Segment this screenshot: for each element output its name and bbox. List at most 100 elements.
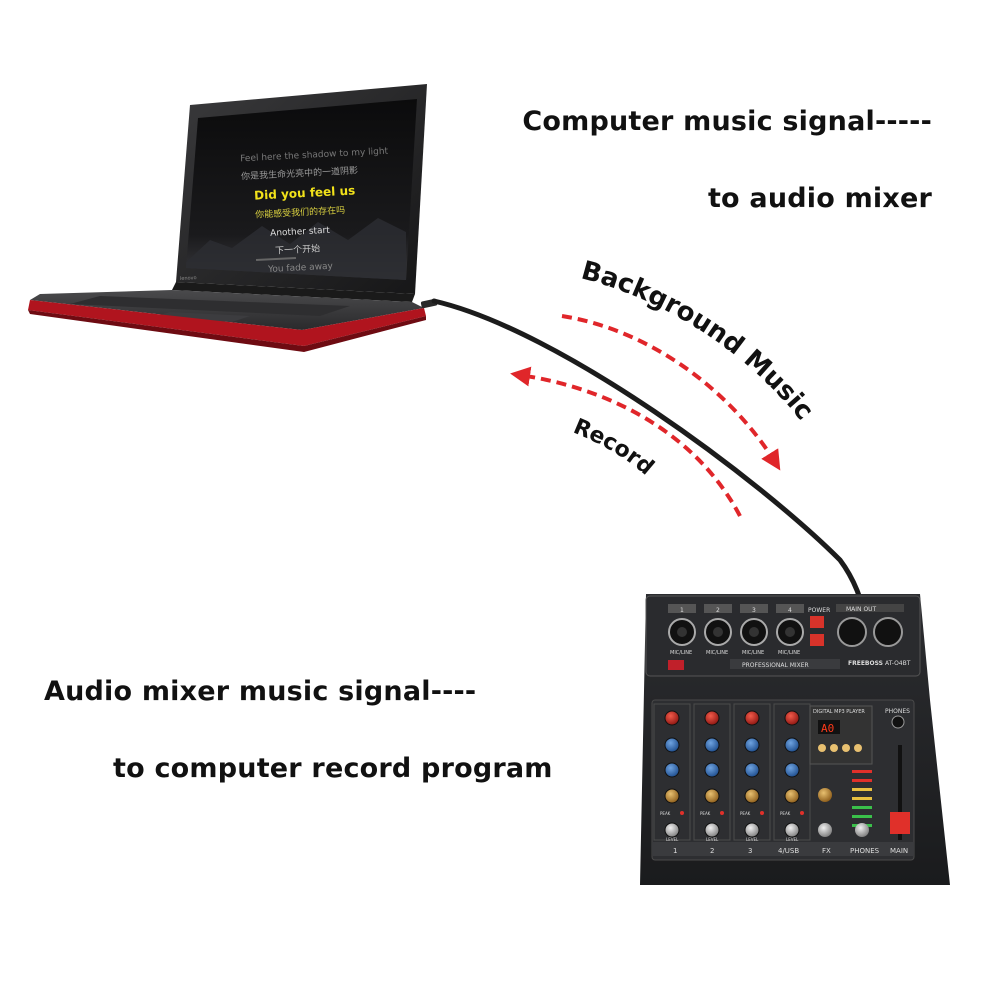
channel-number-box	[668, 604, 696, 613]
high-eq-knob	[664, 737, 680, 753]
channel-number: 2	[716, 607, 720, 614]
peak-led	[720, 811, 724, 815]
bottom-label: FX	[822, 847, 831, 855]
mixer-model: AT-O4BT	[885, 660, 911, 667]
mp3-player	[809, 705, 873, 765]
mp3-display-value: A0	[821, 722, 834, 735]
input-label: MIC/LINE	[706, 650, 728, 656]
main-out-xlr-left	[837, 617, 867, 647]
background-music-label: Background Music	[578, 256, 819, 426]
laptop-keyboard	[70, 296, 350, 316]
phones-level-knob	[855, 823, 869, 837]
peak-led	[760, 811, 764, 815]
channel-number-box	[740, 604, 768, 613]
level-meter-led	[852, 788, 872, 791]
caption-computer-signal-line1: Computer music signal-----	[522, 106, 932, 137]
level-label: LEVEL	[706, 837, 719, 842]
channel-strip	[733, 703, 771, 841]
bottom-label: 2	[710, 847, 714, 855]
caption-mixer-signal-line1: Audio mixer music signal----	[44, 676, 477, 707]
bottom-label: PHONES	[850, 847, 880, 855]
fx-send-knob	[784, 788, 800, 804]
bottom-label: 4/USB	[778, 847, 799, 855]
input-label: MIC/LINE	[742, 650, 764, 656]
peak-label: PEAK	[780, 811, 791, 816]
caption-mixer-signal-line2: to computer record program	[113, 753, 553, 784]
peak-led	[680, 811, 684, 815]
fx-knob	[818, 788, 832, 802]
fx-level-knob	[818, 823, 832, 837]
level-label: LEVEL	[746, 837, 759, 842]
lyric-line-3: Did you feel us	[254, 183, 356, 202]
laptop-brand: lenovo	[180, 275, 197, 282]
input-label: MIC/LINE	[778, 650, 800, 656]
fx-send-knob	[704, 788, 720, 804]
channel-number-box	[704, 604, 732, 613]
usb-badge	[668, 660, 684, 670]
fx-send-knob	[664, 788, 680, 804]
mp3-player-label: DIGITAL MP3 PLAYER	[813, 709, 865, 715]
low-eq-knob	[704, 762, 720, 778]
peak-label: PEAK	[660, 811, 671, 816]
level-knob	[784, 822, 800, 838]
mixer-brand: FREEBOSS	[848, 660, 883, 667]
record-arrow	[510, 366, 742, 517]
laptop-red-edge	[28, 300, 426, 346]
caption-computer-signal-line2: to audio mixer	[707, 183, 932, 214]
low-eq-knob	[784, 762, 800, 778]
level-meter-led	[852, 779, 872, 782]
main-out-label: MAIN OUT	[846, 606, 877, 613]
laptop: Feel here the shadow to my light 你是我生命光亮…	[28, 84, 438, 352]
level-knob	[664, 822, 680, 838]
mixer-control-panel	[651, 699, 915, 861]
media-controls	[255, 256, 297, 262]
channel-number-box	[776, 604, 804, 613]
mp3-display	[818, 720, 840, 734]
channel-number: 1	[680, 607, 684, 614]
level-meter-led	[852, 806, 872, 809]
level-knob	[704, 822, 720, 838]
lyric-line-5: Another start	[270, 226, 331, 239]
level-meter-led	[852, 770, 872, 773]
fx-send-knob	[744, 788, 760, 804]
level-meter-led	[852, 815, 872, 818]
xlr-input-center	[785, 627, 795, 637]
channel-strip	[693, 703, 731, 841]
phantom-switch	[810, 634, 824, 646]
xlr-input-center	[713, 627, 723, 637]
level-knob	[744, 822, 760, 838]
gain-knob	[704, 710, 720, 726]
mp3-button	[818, 744, 826, 752]
main-fader-knob	[890, 812, 910, 834]
bottom-label: MAIN	[890, 847, 908, 855]
high-eq-knob	[784, 737, 800, 753]
phones-jack	[891, 715, 905, 729]
lyric-line-6: 下一个开始	[275, 242, 321, 256]
channel-number: 3	[752, 607, 756, 614]
background-music-arrow	[561, 314, 781, 471]
channel-strip	[653, 703, 691, 841]
peak-led	[800, 811, 804, 815]
level-label: LEVEL	[786, 837, 799, 842]
laptop-touchpad	[150, 312, 250, 322]
phones-label: PHONES	[885, 708, 910, 715]
peak-label: PEAK	[700, 811, 711, 816]
xlr-input-center	[749, 627, 759, 637]
input-label: MIC/LINE	[670, 650, 692, 656]
mp3-button	[842, 744, 850, 752]
gain-knob	[664, 710, 680, 726]
power-label: POWER	[808, 607, 830, 614]
power-switch	[810, 616, 824, 628]
bottom-label: 3	[748, 847, 752, 855]
low-eq-knob	[744, 762, 760, 778]
high-eq-knob	[704, 737, 720, 753]
gain-knob	[784, 710, 800, 726]
lyric-line-7: You fade away	[267, 262, 334, 275]
level-meter-led	[852, 797, 872, 800]
mp3-button	[830, 744, 838, 752]
channel-strip	[773, 703, 811, 841]
low-eq-knob	[664, 762, 680, 778]
bottom-label: 1	[673, 847, 677, 855]
high-eq-knob	[744, 737, 760, 753]
